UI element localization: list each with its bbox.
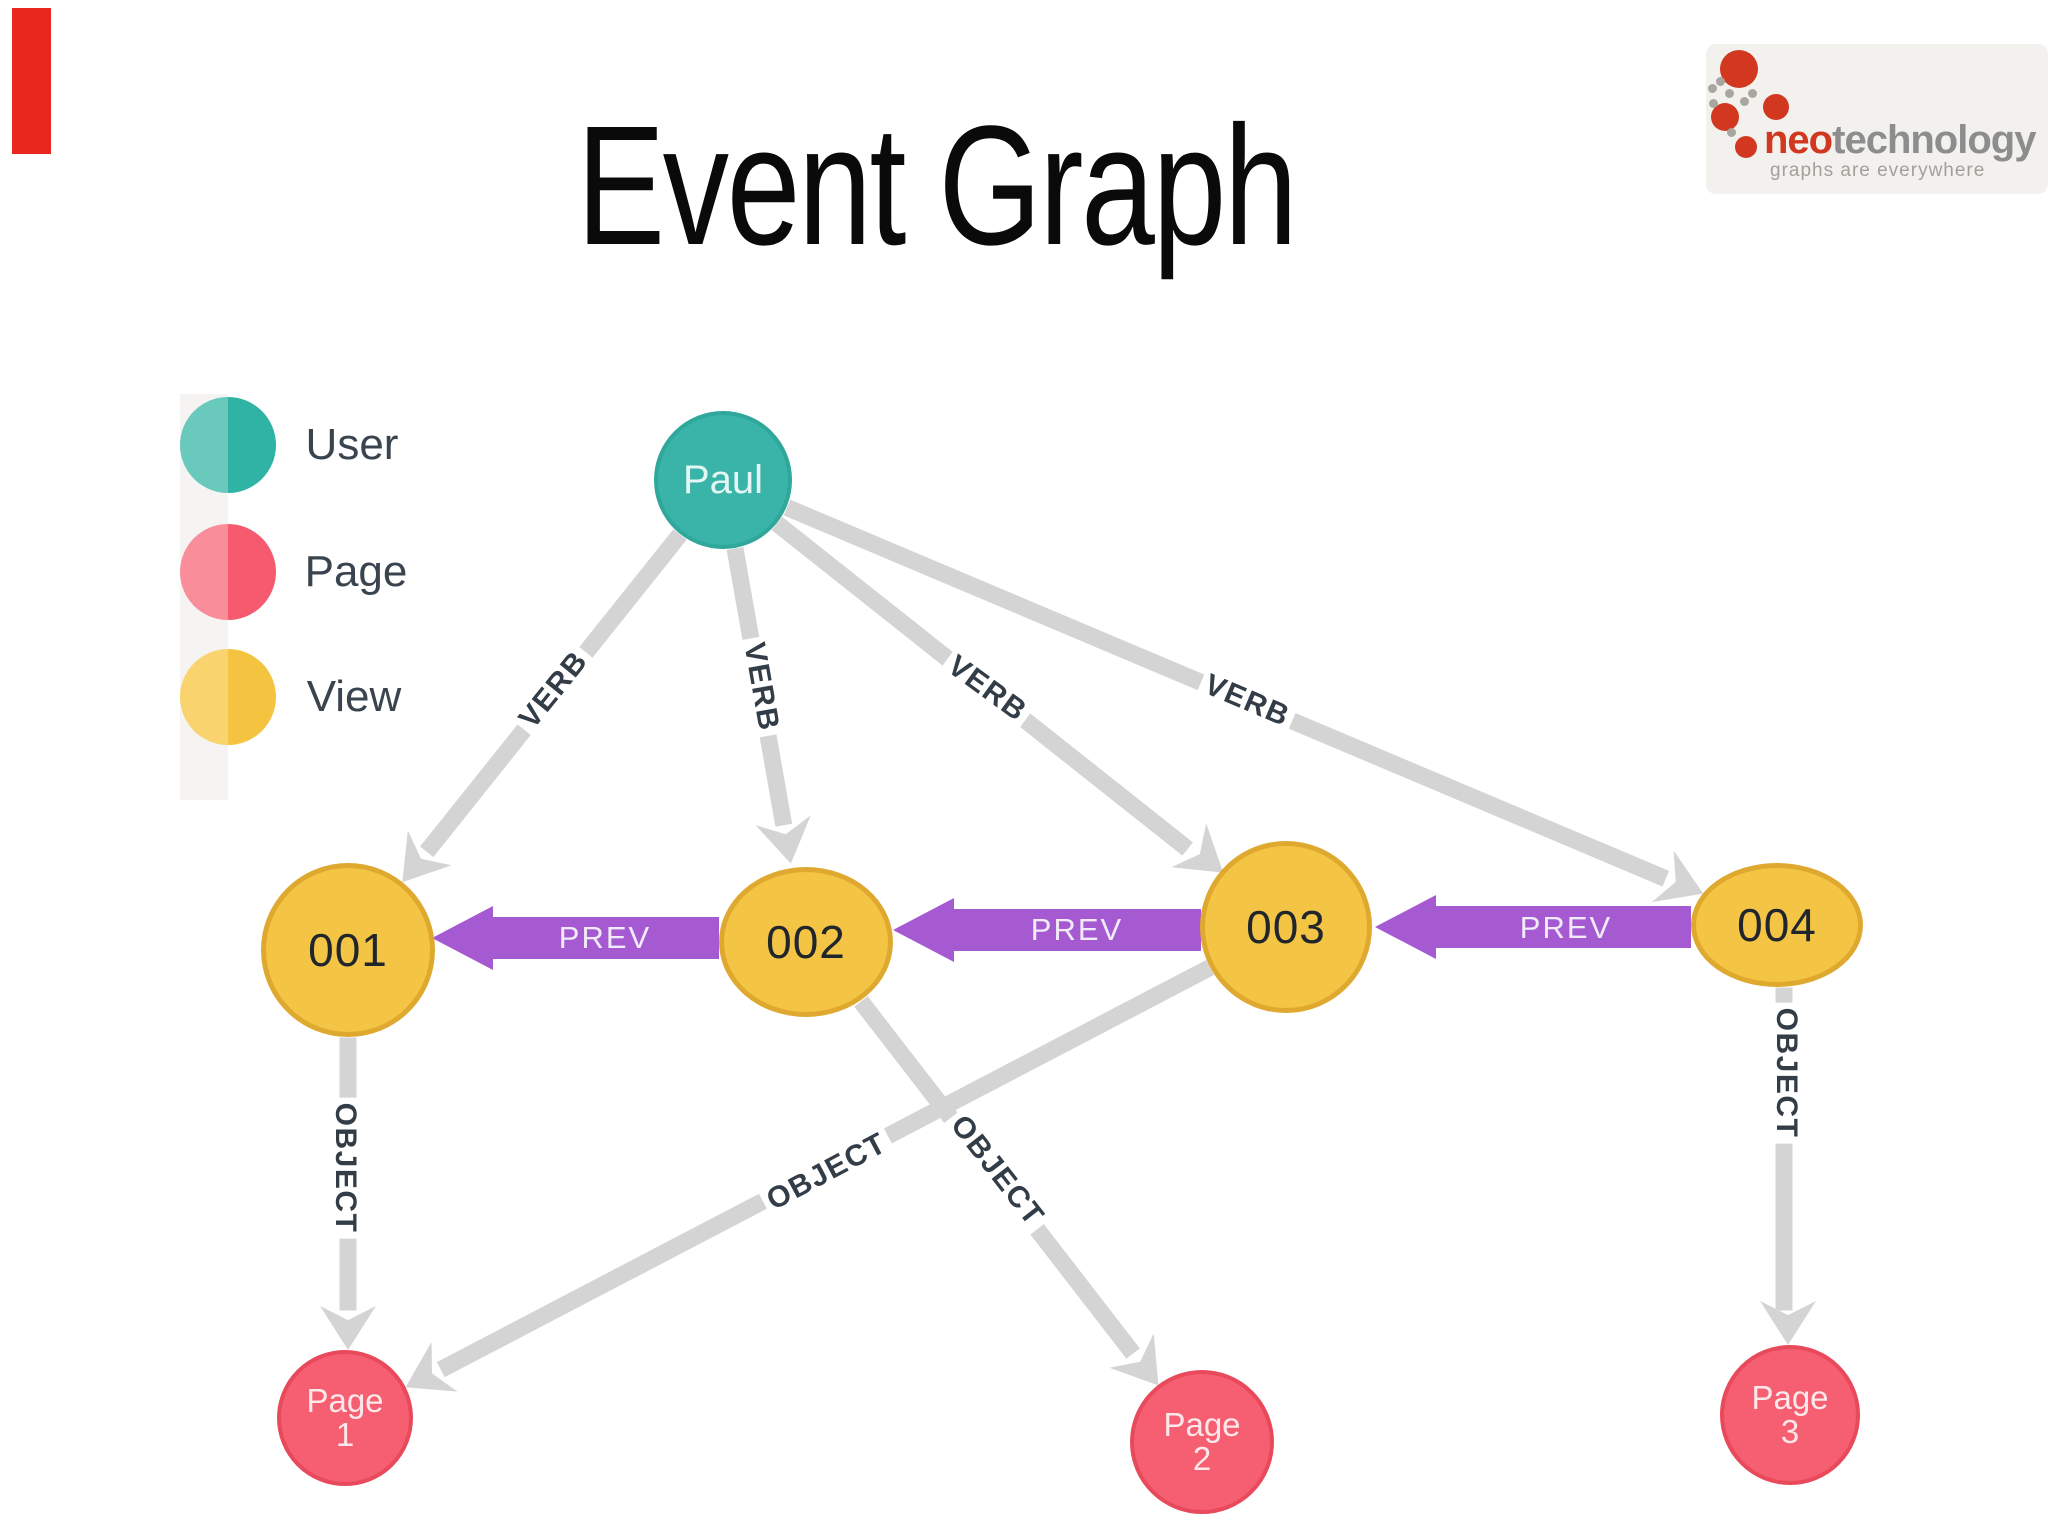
prev-label-2: PREV <box>1030 912 1124 947</box>
legend-label-page: Page <box>304 547 408 596</box>
logo-word-neo: neo <box>1764 118 1833 162</box>
node-003-label: 003 <box>1246 901 1326 953</box>
prev-label-3: PREV <box>1519 910 1613 945</box>
object-label-004-page3: OBJECT <box>1768 1002 1804 1144</box>
object-label-003-page1: OBJECT <box>756 1123 898 1221</box>
logo-dot-small <box>1716 77 1725 86</box>
node-002: 002 <box>719 867 893 1017</box>
logo-dot-small <box>1727 128 1736 137</box>
logo-dot-small <box>1709 99 1718 108</box>
logo-dot-small <box>1748 89 1757 98</box>
node-004-label: 004 <box>1737 899 1817 951</box>
verb-label-paul-002: VERB <box>734 634 788 740</box>
logo-dot-large <box>1720 50 1758 88</box>
object-label-002-page2: OBJECT <box>939 1104 1055 1238</box>
red-corner-marker <box>12 8 51 154</box>
node-paul: Paul <box>654 411 792 549</box>
logo-dot-small <box>1725 89 1734 98</box>
logo-word-technology: technology <box>1832 118 2036 162</box>
node-003: 003 <box>1200 841 1372 1013</box>
logo-dot-right <box>1763 94 1789 120</box>
logo-dot-bottom <box>1735 136 1757 158</box>
node-002-label: 002 <box>766 916 846 968</box>
legend-label-user: User <box>305 420 399 469</box>
object-label-001-page1: OBJECT <box>327 1097 363 1239</box>
legend-swatch-view <box>180 649 276 745</box>
node-001: 001 <box>261 863 435 1037</box>
verb-label-paul-003: VERB <box>936 645 1038 733</box>
legend-swatch-page <box>180 524 276 620</box>
arrowhead-001-page1 <box>320 1306 376 1350</box>
node-paul-label: Paul <box>682 457 764 502</box>
logo-dot-left <box>1711 103 1739 131</box>
logo-dot-small <box>1708 84 1717 93</box>
neo-logo-tagline: graphs are everywhere <box>1770 160 1986 181</box>
legend-label-view: View <box>306 672 402 721</box>
logo-dot-small <box>1740 97 1749 106</box>
legend-swatch-user <box>180 397 276 493</box>
neo-logo-background <box>1706 44 2048 194</box>
verb-label-paul-004: VERB <box>1194 665 1300 737</box>
neo-logo-wordmark: neotechnology <box>1764 118 2036 163</box>
page-title: Event Graph <box>576 91 1298 281</box>
node-001-label: 001 <box>308 924 388 976</box>
node-004: 004 <box>1691 863 1863 987</box>
prev-label-1: PREV <box>558 920 652 955</box>
verb-label-paul-001: VERB <box>508 640 600 740</box>
